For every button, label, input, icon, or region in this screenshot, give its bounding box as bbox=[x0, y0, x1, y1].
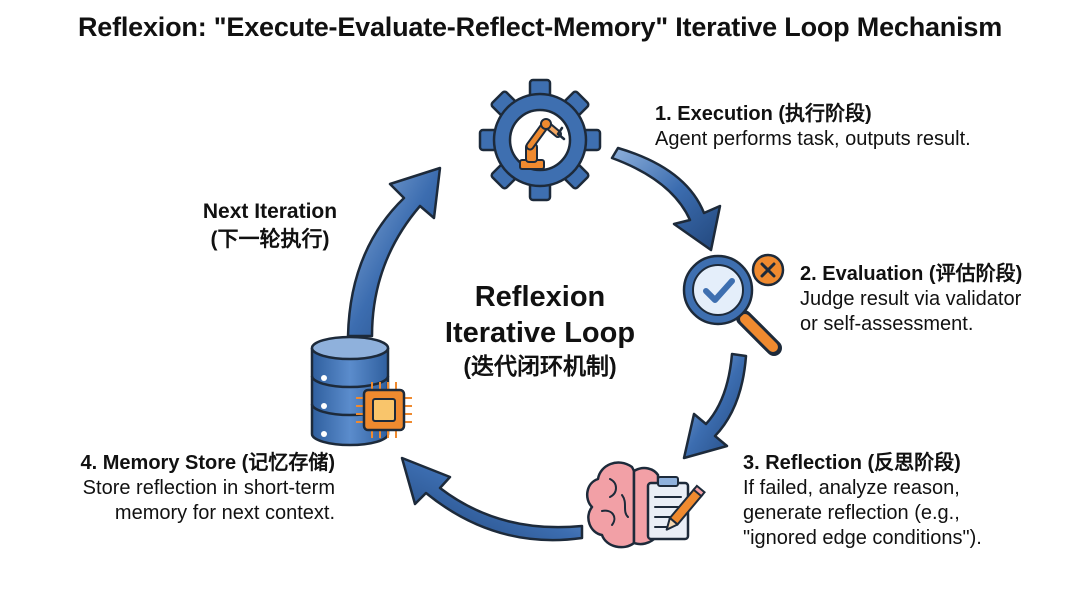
stage-reflection-desc-2: generate reflection (e.g., bbox=[743, 502, 960, 524]
stage-reflection: 3. Reflection (反思阶段) If failed, analyze … bbox=[743, 451, 982, 551]
stage-memory-desc-1: Store reflection in short-term bbox=[82, 477, 335, 499]
next-iteration-line2: (下一轮执行) bbox=[210, 228, 330, 251]
page-title: Reflexion: "Execute-Evaluate-Reflect-Mem… bbox=[77, 12, 1003, 42]
brain-notepad-icon bbox=[585, 461, 706, 549]
magnifier-check-icon bbox=[682, 254, 782, 356]
stage-reflection-heading: 3. Reflection (反思阶段) bbox=[743, 452, 961, 474]
stage-memory-desc-2: memory for next context. bbox=[114, 502, 335, 524]
stage-execution-heading: 1. Execution (执行阶段) bbox=[655, 103, 872, 125]
gear-robot-arm-icon bbox=[478, 78, 602, 202]
stage-execution: 1. Execution (执行阶段) Agent performs task,… bbox=[655, 102, 971, 152]
center-label-line1: Reflexion bbox=[474, 281, 606, 313]
stage-evaluation: 2. Evaluation (评估阶段) Judge result via va… bbox=[800, 262, 1022, 337]
arrow-memory-to-execution bbox=[346, 166, 442, 338]
center-label-line2: Iterative Loop bbox=[444, 317, 636, 349]
stage-memory-heading: 4. Memory Store (记忆存储) bbox=[80, 452, 335, 474]
next-iteration-label: Next Iteration (下一轮执行) bbox=[185, 198, 355, 254]
arrow-reflection-to-memory bbox=[400, 456, 584, 542]
stage-reflection-desc-1: If failed, analyze reason, bbox=[743, 477, 960, 499]
close-circle-icon bbox=[751, 253, 785, 287]
arrow-execution-to-evaluation bbox=[610, 146, 722, 252]
stage-evaluation-heading: 2. Evaluation (评估阶段) bbox=[800, 263, 1023, 285]
stage-memory: 4. Memory Store (记忆存储) Store reflection … bbox=[20, 451, 335, 526]
next-iteration-line1: Next Iteration bbox=[202, 200, 338, 223]
stage-reflection-desc-3: "ignored edge conditions"). bbox=[743, 527, 982, 549]
stage-evaluation-desc-1: Judge result via validator bbox=[800, 288, 1022, 310]
database-chip-icon bbox=[310, 335, 412, 447]
arrow-evaluation-to-reflection bbox=[682, 352, 748, 460]
center-label: Reflexion Iterative Loop (迭代闭环机制) bbox=[400, 279, 680, 381]
stage-evaluation-desc-2: or self-assessment. bbox=[800, 313, 974, 335]
center-label-line3: (迭代闭环机制) bbox=[463, 353, 617, 379]
stage-execution-desc: Agent performs task, outputs result. bbox=[655, 128, 971, 150]
